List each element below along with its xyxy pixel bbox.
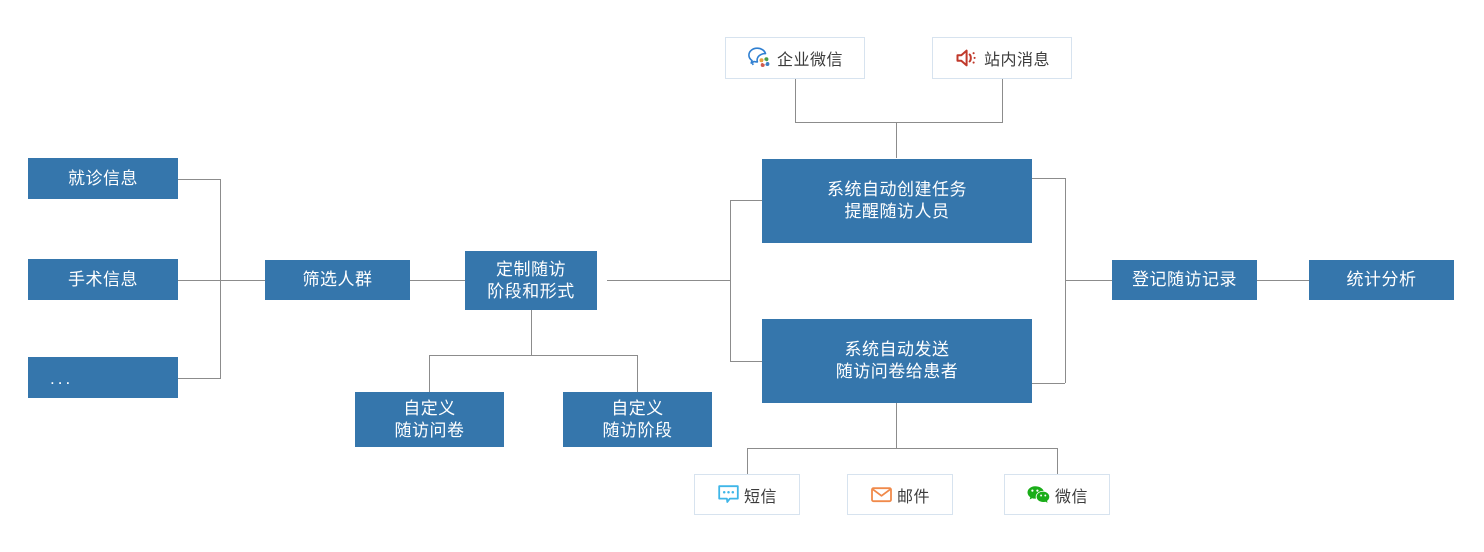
chip-site-message[interactable]: 站内消息 (932, 37, 1072, 79)
source-box-more[interactable]: ... (28, 357, 178, 398)
connector-custom-join (429, 355, 637, 356)
option-box-custom-questionnaire[interactable]: 自定义 随访问卷 (355, 392, 504, 447)
option-box-custom-stage[interactable]: 自定义 随访阶段 (563, 392, 712, 447)
connector-custom-q-down (429, 355, 430, 392)
chip-label: 站内消息 (983, 52, 1050, 69)
connector-autosend-down (896, 403, 897, 448)
connector-right-to-autotask (730, 200, 762, 201)
connector-top-join (795, 122, 1003, 123)
source-box-surgery-info[interactable]: 手术信息 (28, 259, 178, 300)
connector-wecom-down (795, 79, 796, 123)
speaker-icon (954, 46, 980, 70)
wechat-icon (1026, 484, 1051, 505)
connector-custom-s-down (637, 355, 638, 392)
connector-merge-to-register (1065, 280, 1112, 281)
connector-sms-down (747, 448, 748, 474)
wecom-icon (747, 46, 773, 70)
connector-filter-to-customize (410, 280, 465, 281)
connector-surgery-stub (178, 280, 220, 281)
step-box-statistical-analysis[interactable]: 统计分析 (1309, 260, 1454, 300)
step-box-register-record[interactable]: 登记随访记录 (1112, 260, 1257, 300)
step-box-customize-stage-form[interactable]: 定制随访 阶段和形式 (465, 251, 597, 310)
step-box-auto-create-task[interactable]: 系统自动创建任务 提醒随访人员 (762, 159, 1032, 243)
chip-wechat[interactable]: 微信 (1004, 474, 1110, 515)
connector-left-to-filter (220, 280, 265, 281)
connector-delivery-join (747, 448, 1057, 449)
chip-email[interactable]: 邮件 (847, 474, 953, 515)
connector-left-spine (220, 179, 221, 379)
connector-top-stem (896, 122, 897, 158)
connector-autotask-out (1032, 178, 1065, 179)
connector-right-spine (730, 200, 731, 361)
connector-register-to-stats (1257, 280, 1309, 281)
step-box-auto-send-questionnaire[interactable]: 系统自动发送 随访问卷给患者 (762, 319, 1032, 403)
chip-label: 邮件 (896, 488, 930, 506)
step-box-filter-population[interactable]: 筛选人群 (265, 260, 410, 300)
chip-label: 企业微信 (776, 52, 843, 69)
connector-right-to-autosend (730, 361, 762, 362)
sms-bubble-icon (717, 484, 740, 505)
connector-sitemsg-down (1002, 79, 1003, 123)
connector-customize-right (607, 280, 730, 281)
chip-wecom[interactable]: 企业微信 (725, 37, 865, 79)
connector-wechat-down (1057, 448, 1058, 474)
connector-more-stub (178, 378, 220, 379)
chip-label: 微信 (1054, 488, 1088, 506)
connector-visit-stub (178, 179, 220, 180)
envelope-icon (870, 484, 893, 505)
source-box-visit-info[interactable]: 就诊信息 (28, 158, 178, 199)
chip-label: 短信 (743, 488, 777, 506)
chip-sms[interactable]: 短信 (694, 474, 800, 515)
connector-autosend-out (1032, 383, 1065, 384)
connector-customize-down (531, 310, 532, 355)
